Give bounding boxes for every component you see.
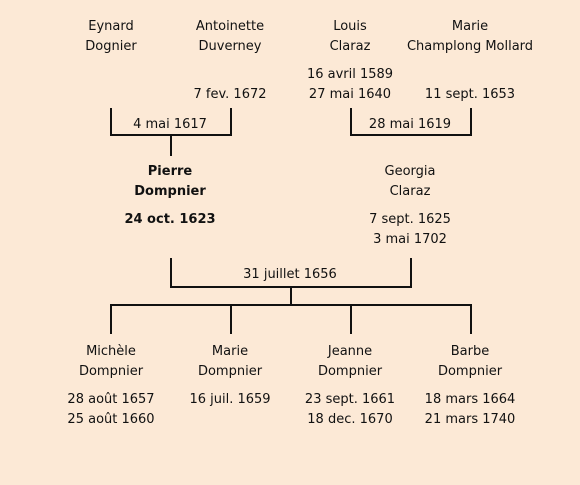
death-date: 18 dec. 1670 [307,412,393,427]
connector-line [170,134,172,156]
connector-line [230,304,232,334]
person-last-name: Duverney [198,39,262,54]
connector-line [350,304,352,334]
death-date: 27 mai 1640 [308,87,392,102]
connector-line [170,258,172,288]
death-date: 7 fev. 1672 [193,87,267,102]
person-last-name: Dompnier [317,364,383,379]
person-first-name: Barbe [450,344,490,359]
person-first-name: Jeanne [327,344,373,359]
death-date: 11 sept. 1653 [424,87,516,102]
connector-line [230,108,232,136]
death-date: 21 mars 1740 [424,412,516,427]
connector-line [470,304,472,334]
birth-date: 7 sept. 1625 [369,212,451,227]
person-last-name: Champlong Mollard [406,39,534,54]
person-first-name: Marie [211,344,249,359]
person-first-name: Pierre [147,164,193,179]
connector-line [110,108,112,136]
person-last-name: Dompnier [437,364,503,379]
birth-date: 28 août 1657 [67,392,155,407]
death-date: 3 mai 1702 [373,232,447,247]
connector-line [410,258,412,288]
person-last-name: Dompnier [78,364,144,379]
marriage-date: 31 juillet 1656 [243,267,337,282]
birth-date: 24 oct. 1623 [124,212,216,227]
person-last-name: Dompnier [134,184,206,199]
birth-date: 16 avril 1589 [306,67,394,82]
marriage-date: 28 mai 1619 [368,117,452,132]
person-first-name: Eynard [88,19,134,34]
marriage-date: 4 mai 1617 [133,117,207,132]
person-last-name: Claraz [389,184,431,199]
connector-line [110,304,472,306]
person-last-name: Dognier [85,39,137,54]
person-first-name: Louis [333,19,367,34]
death-date: 25 août 1660 [67,412,155,427]
person-first-name: Marie [451,19,489,34]
person-last-name: Dompnier [197,364,263,379]
connector-line [110,304,112,334]
person-first-name: Georgia [384,164,436,179]
birth-date: 18 mars 1664 [424,392,516,407]
person-first-name: Antoinette [195,19,265,34]
birth-date: 23 sept. 1661 [304,392,396,407]
connector-line [350,108,352,136]
connector-line [290,286,292,306]
connector-line [470,108,472,136]
connector-line [350,134,472,136]
birth-date: 16 juil. 1659 [189,392,271,407]
person-last-name: Claraz [329,39,371,54]
person-first-name: Michèle [86,344,136,359]
